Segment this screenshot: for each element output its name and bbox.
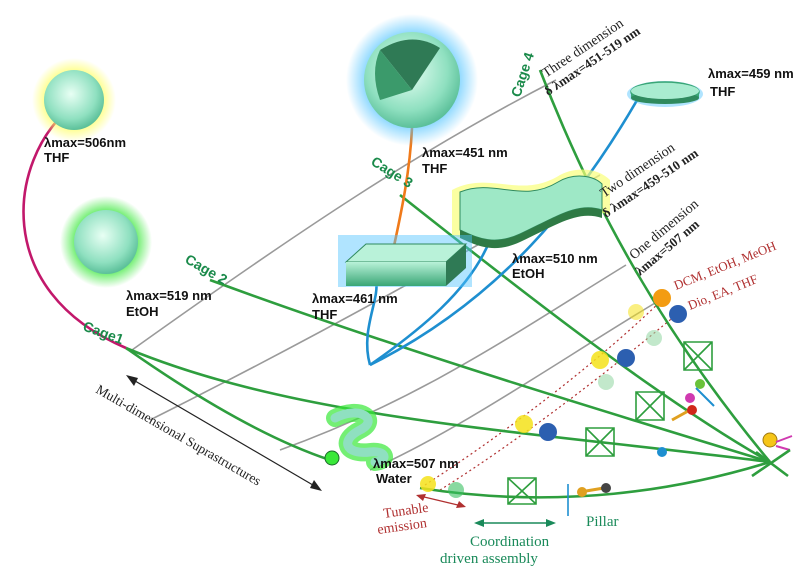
sphere-etoh-solvent: EtOH	[126, 304, 159, 319]
tunable-label-2: emission	[376, 516, 427, 538]
wave-lambda: λmax=510 nm	[512, 251, 598, 266]
cage2-label: Cage 2	[183, 251, 231, 288]
block-solvent: THF	[312, 307, 337, 322]
disc-solvent: THF	[710, 84, 735, 99]
central-node	[751, 432, 793, 478]
coordination-arrow	[474, 519, 556, 527]
dots	[420, 289, 687, 498]
cage-frameworks	[507, 341, 713, 505]
hollow-solvent: THF	[422, 161, 447, 176]
pillar-label: Pillar	[586, 514, 619, 530]
multi-dim-label: Multi-dimensional Suprastructures	[94, 382, 264, 489]
sphere-thf-lambda: λmax=506nm	[44, 135, 126, 150]
disc-structure	[627, 81, 703, 107]
tunable-arrow	[416, 494, 466, 508]
tunable-label-1: Tunable	[382, 501, 429, 522]
hollow-sphere	[346, 14, 478, 146]
sphere-etoh-lambda: λmax=519 nm	[126, 288, 212, 303]
magenta-line	[22, 109, 127, 350]
sphere-thf-solvent: THF	[44, 150, 69, 165]
wave-sheet	[452, 169, 610, 249]
blue-lines	[365, 94, 642, 367]
sphere-etoh	[60, 196, 152, 288]
pillar-ligands	[577, 379, 715, 497]
fiber-structure	[324, 404, 393, 471]
fiber-solvent: Water	[376, 471, 412, 486]
sphere-thf	[32, 58, 116, 142]
hollow-lambda: λmax=451 nm	[422, 145, 508, 160]
disc-lambda: λmax=459 nm	[708, 66, 794, 81]
coordination-label-1: Coordination	[470, 534, 550, 550]
cage1-label: Cage1	[81, 318, 126, 347]
fiber-lambda: λmax=507 nm	[373, 456, 459, 471]
wave-solvent: EtOH	[512, 266, 545, 281]
block-lambda: λmax=461 nm	[312, 291, 398, 306]
coordination-label-2: driven assembly	[440, 551, 538, 567]
multi-dim-arrow	[126, 375, 322, 491]
block-structure	[338, 235, 472, 287]
